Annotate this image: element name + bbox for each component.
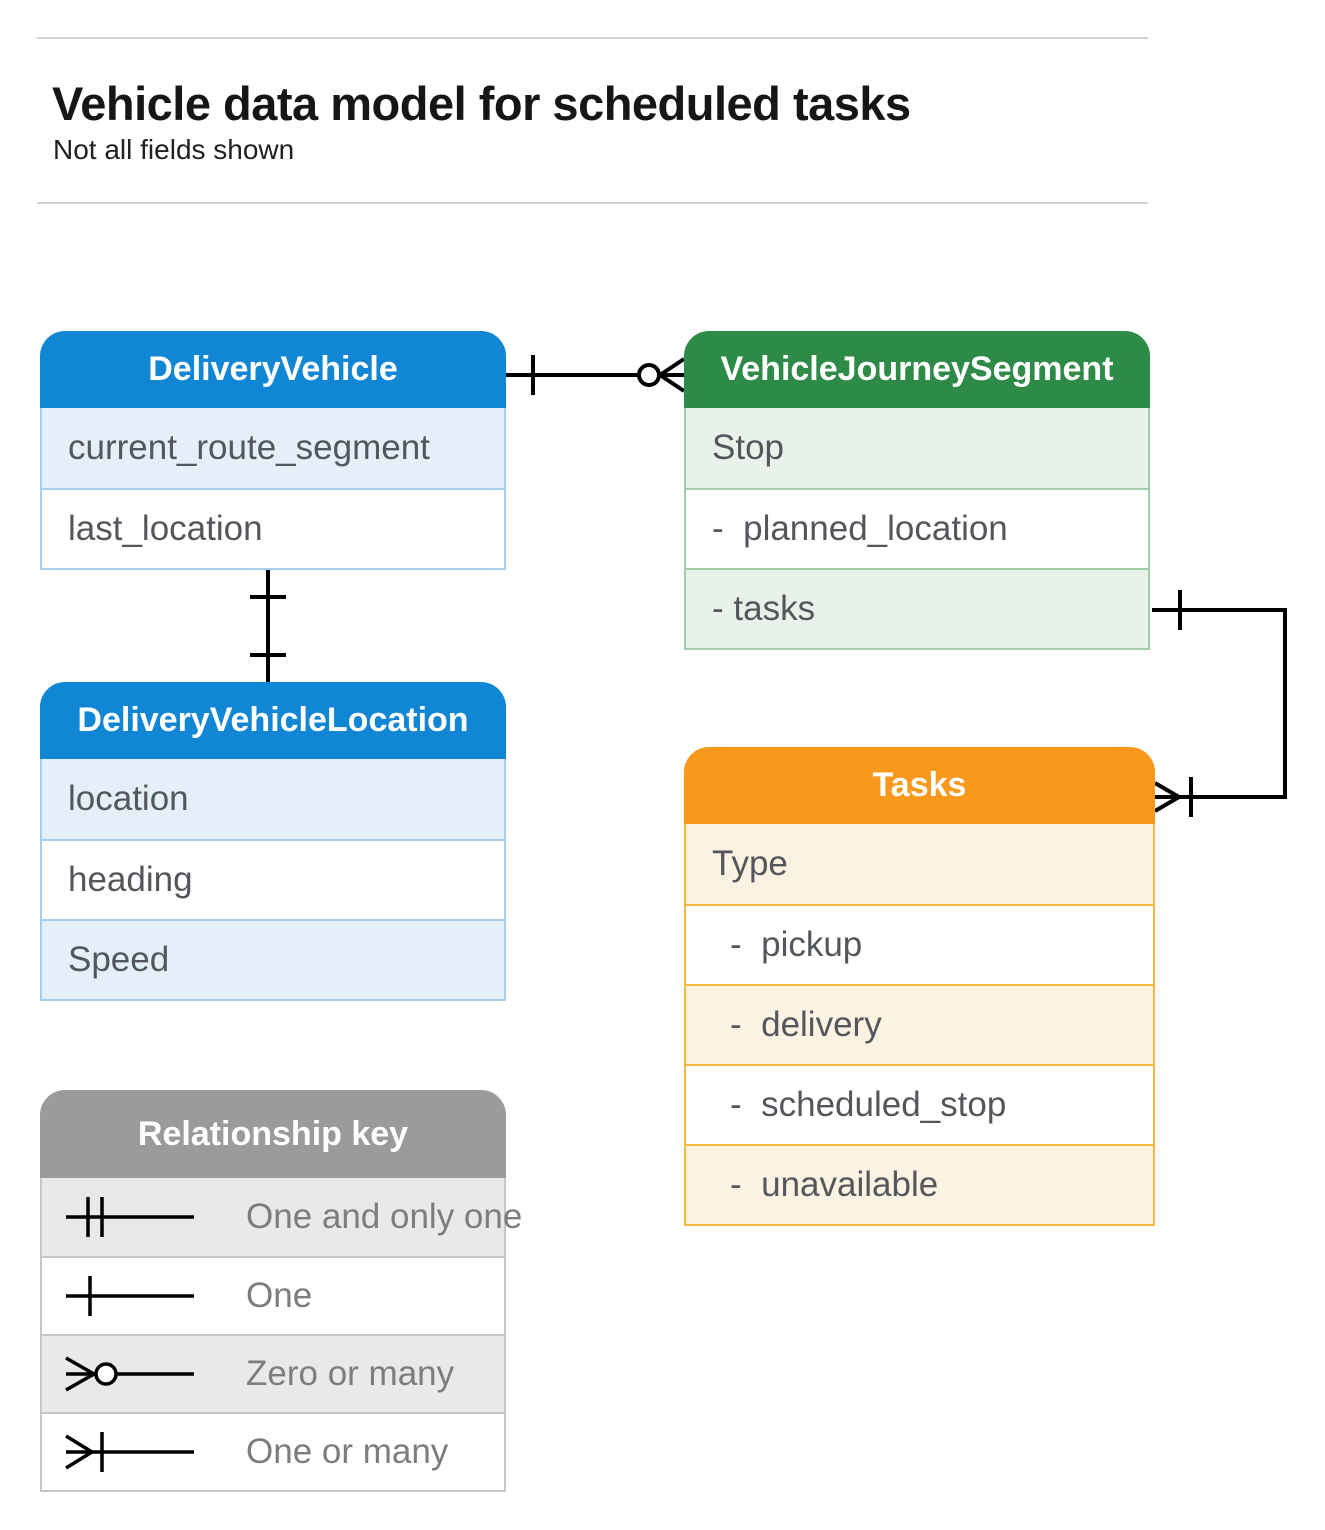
entity-delivery-vehicle: DeliveryVehicle current_route_segment la… xyxy=(40,331,506,570)
entity-title: DeliveryVehicle xyxy=(40,331,506,408)
entity-field-row: Speed xyxy=(42,919,504,999)
connector-vehiclejourneysegment-to-tasks xyxy=(1152,590,1287,817)
bottom-divider xyxy=(37,202,1148,204)
entity-title: Tasks xyxy=(684,747,1155,824)
entity-title: DeliveryVehicleLocation xyxy=(40,682,506,759)
relationship-key-list: One and only one One Zero or many xyxy=(40,1178,522,1492)
zero-or-many-icon xyxy=(65,1356,194,1392)
legend-row-one-and-only-one: One and only one xyxy=(42,1178,522,1256)
entity-field-row: - scheduled_stop xyxy=(686,1064,1153,1144)
legend-label: One xyxy=(246,1276,313,1315)
crow-foot-marker xyxy=(1153,781,1181,813)
page-title: Vehicle data model for scheduled tasks xyxy=(52,77,911,130)
zero-circle-marker xyxy=(637,363,661,387)
one-icon xyxy=(66,1276,194,1316)
entity-field-list: Stop - planned_location - tasks xyxy=(684,408,1150,650)
entity-title: VehicleJourneySegment xyxy=(684,331,1150,408)
entity-field-row: - planned_location xyxy=(686,488,1148,568)
legend-label: One and only one xyxy=(246,1197,523,1236)
connector-line xyxy=(1152,608,1287,799)
entity-field-row: heading xyxy=(42,839,504,919)
legend-row-zero-or-many: Zero or many xyxy=(42,1334,504,1412)
entity-vehicle-journey-segment: VehicleJourneySegment Stop - planned_loc… xyxy=(684,331,1150,650)
one-and-only-one-icon xyxy=(66,1197,194,1237)
entity-delivery-vehicle-location: DeliveryVehicleLocation location heading… xyxy=(40,682,506,1001)
entity-field-row: - unavailable xyxy=(686,1144,1153,1224)
page-subtitle: Not all fields shown xyxy=(53,134,295,165)
one-or-many-icon xyxy=(65,1432,194,1472)
entity-field-row: Stop xyxy=(686,408,1148,488)
legend-row-one-or-many: One or many xyxy=(42,1412,504,1490)
legend-label: One or many xyxy=(246,1432,449,1471)
connector-deliveryvehicle-to-deliveryvehiclelocation xyxy=(250,568,286,682)
legend-row-one: One xyxy=(42,1256,504,1334)
relationship-key-title: Relationship key xyxy=(40,1090,506,1178)
entity-field-row: - delivery xyxy=(686,984,1153,1064)
entity-field-row: last_location xyxy=(42,488,504,568)
relationship-key: Relationship key One and only one One xyxy=(40,1090,522,1492)
entity-field-row: location xyxy=(42,759,504,839)
entity-field-row: current_route_segment xyxy=(42,408,504,488)
connector-deliveryvehicle-to-vehiclejourneysegment xyxy=(506,355,686,395)
entity-tasks: Tasks Type - pickup - delivery - schedul… xyxy=(684,747,1155,1226)
entity-field-row: - pickup xyxy=(686,904,1153,984)
entity-field-row: Type xyxy=(686,824,1153,904)
entity-field-list: location heading Speed xyxy=(40,759,506,1001)
crow-foot-marker xyxy=(658,357,686,393)
entity-field-list: current_route_segment last_location xyxy=(40,408,506,570)
legend-label: Zero or many xyxy=(246,1354,455,1393)
top-divider xyxy=(37,37,1148,39)
entity-field-row: - tasks xyxy=(686,568,1148,648)
entity-field-list: Type - pickup - delivery - scheduled_sto… xyxy=(684,824,1155,1226)
